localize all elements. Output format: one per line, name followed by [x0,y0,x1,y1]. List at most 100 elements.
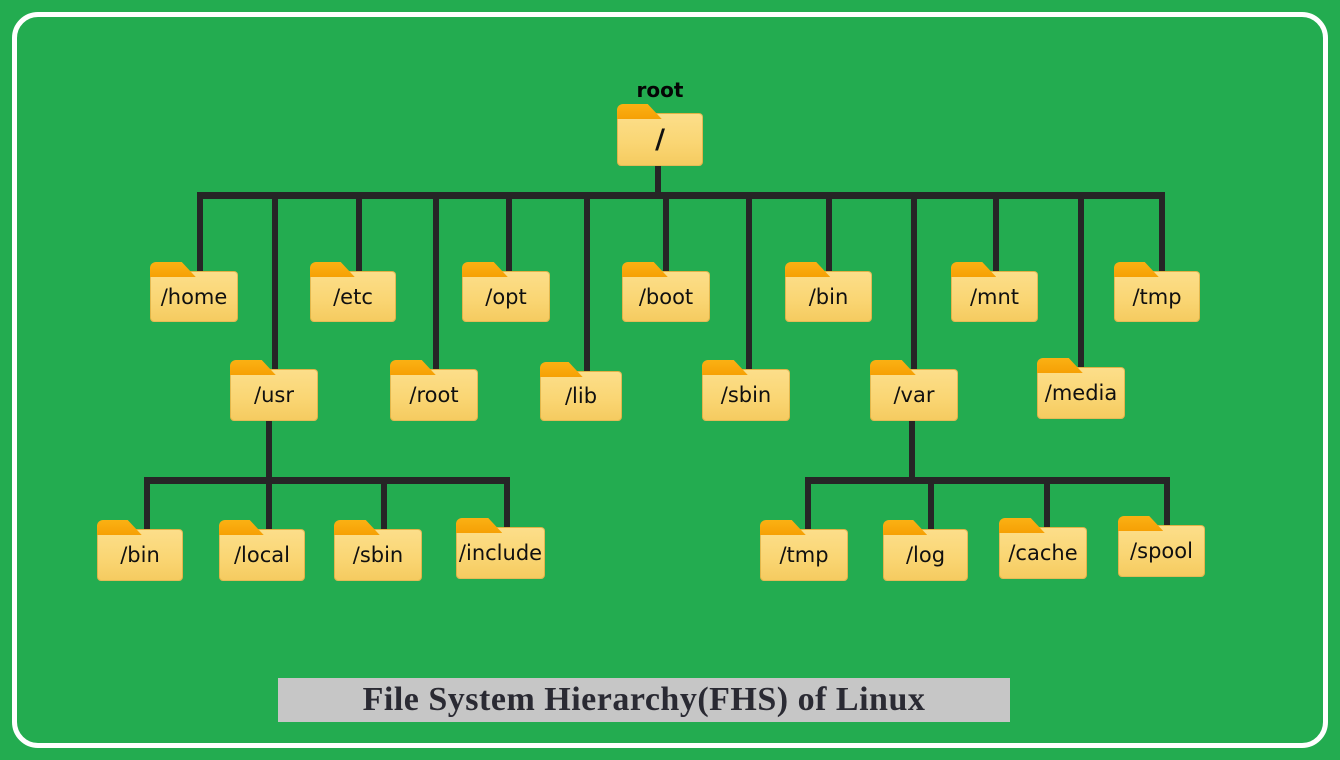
folder-label: /boot [638,284,694,309]
folder-icon [1037,358,1083,373]
folder-body [390,369,478,421]
tree-connector-line [144,477,510,484]
folder-label: /media [1044,381,1118,405]
folder-node-etc: /etc [310,262,396,322]
folder-body [97,529,183,581]
folder-body [230,369,318,421]
folder-icon [462,262,508,277]
folder-icon [456,518,502,533]
folder-icon [219,520,264,535]
tree-connector-line [197,192,1165,199]
folder-label: /home [160,284,228,309]
root-caption: root [636,78,684,102]
tree-connector-line [1078,192,1084,368]
folder-label: /sbin [352,543,404,567]
tree-connector-line [655,163,661,197]
folder-label: /opt [485,284,527,309]
folder-node-boot: /boot [622,262,710,322]
folder-node-sbin: /sbin [702,360,790,421]
folder-node-usr: /usr [230,360,318,421]
folder-label: /cache [1008,541,1078,565]
folder-label: /sbin [720,383,772,407]
folder-body [456,527,545,579]
folder-body [785,271,872,322]
folder-label: /var [893,383,935,407]
folder-node-mnt: /mnt [951,262,1038,322]
folder-icon [334,520,380,535]
folder-icon [617,104,662,119]
folder-node-var: /var [870,360,958,421]
folder-node-var-log: /log [883,520,968,581]
tree-connector-line [504,477,510,528]
folder-node-lib: /lib [540,362,622,421]
tree-connector-line [928,477,934,530]
folder-icon [622,262,668,277]
folder-node-usr-local: /local [219,520,305,581]
tree-connector-line [381,477,387,530]
folder-node-usr-include: /include [456,518,545,579]
folder-label: /lib [564,384,598,408]
folder-icon [883,520,927,535]
folder-icon [951,262,996,277]
folder-body [760,529,848,581]
tree-connector-line [909,418,915,483]
folder-icon [390,360,436,375]
folder-icon [702,360,748,375]
folder-icon [150,262,196,277]
folder-icon [310,262,355,277]
tree-connector-line [144,477,150,530]
folder-label: /log [905,543,946,567]
folder-label: /bin [808,284,849,309]
folder-body [1037,367,1125,419]
tree-connector-line [272,192,278,370]
folder-label: /local [233,543,290,567]
tree-connector-line [1159,192,1165,272]
tree-connector-line [266,418,272,483]
folder-body [870,369,958,421]
folder-icon [97,520,142,535]
tree-connector-line [584,192,590,372]
folder-body [1118,525,1205,577]
folder-label: / [655,124,665,155]
folder-icon [760,520,806,535]
folder-node-home: /home [150,262,238,322]
folder-label: /bin [120,543,160,567]
folder-body [150,271,238,322]
tree-connector-line [197,192,203,272]
folder-label: /include [458,541,543,565]
tree-connector-line [356,192,362,272]
folder-label: /mnt [969,284,1020,309]
tree-connector-line [805,477,811,530]
folder-icon [785,262,830,277]
tree-connector-line [993,192,999,272]
folder-body [999,527,1087,579]
folder-icon [999,518,1045,533]
tree-connector-line [826,192,832,272]
folder-body [617,113,703,166]
diagram-title-text: File System Hierarchy(FHS) of Linux [362,681,926,718]
tree-connector-line [506,192,512,272]
folder-node-var-spool: /spool [1118,516,1205,577]
folder-node-media: /media [1037,358,1125,419]
folder-node-tmp: /tmp [1114,262,1200,322]
folder-icon [230,360,276,375]
folder-node-usr-sbin: /sbin [334,520,422,581]
folder-icon [1118,516,1163,531]
folder-node-root: / [617,104,703,166]
folder-label: /spool [1130,539,1193,563]
tree-connector-line [1044,477,1050,528]
folder-label: /root [409,383,459,407]
tree-connector-line [266,477,272,530]
folder-body [219,529,305,581]
tree-connector-line [433,192,439,370]
folder-body [702,369,790,421]
folder-node-var-tmp: /tmp [760,520,848,581]
folder-body [951,271,1038,322]
folder-node-var-cache: /cache [999,518,1087,579]
tree-connector-line [663,192,669,272]
folder-body [540,371,622,421]
tree-connector-line [911,192,917,370]
folder-icon [870,360,916,375]
tree-connector-line [1164,477,1170,526]
folder-body [334,529,422,581]
